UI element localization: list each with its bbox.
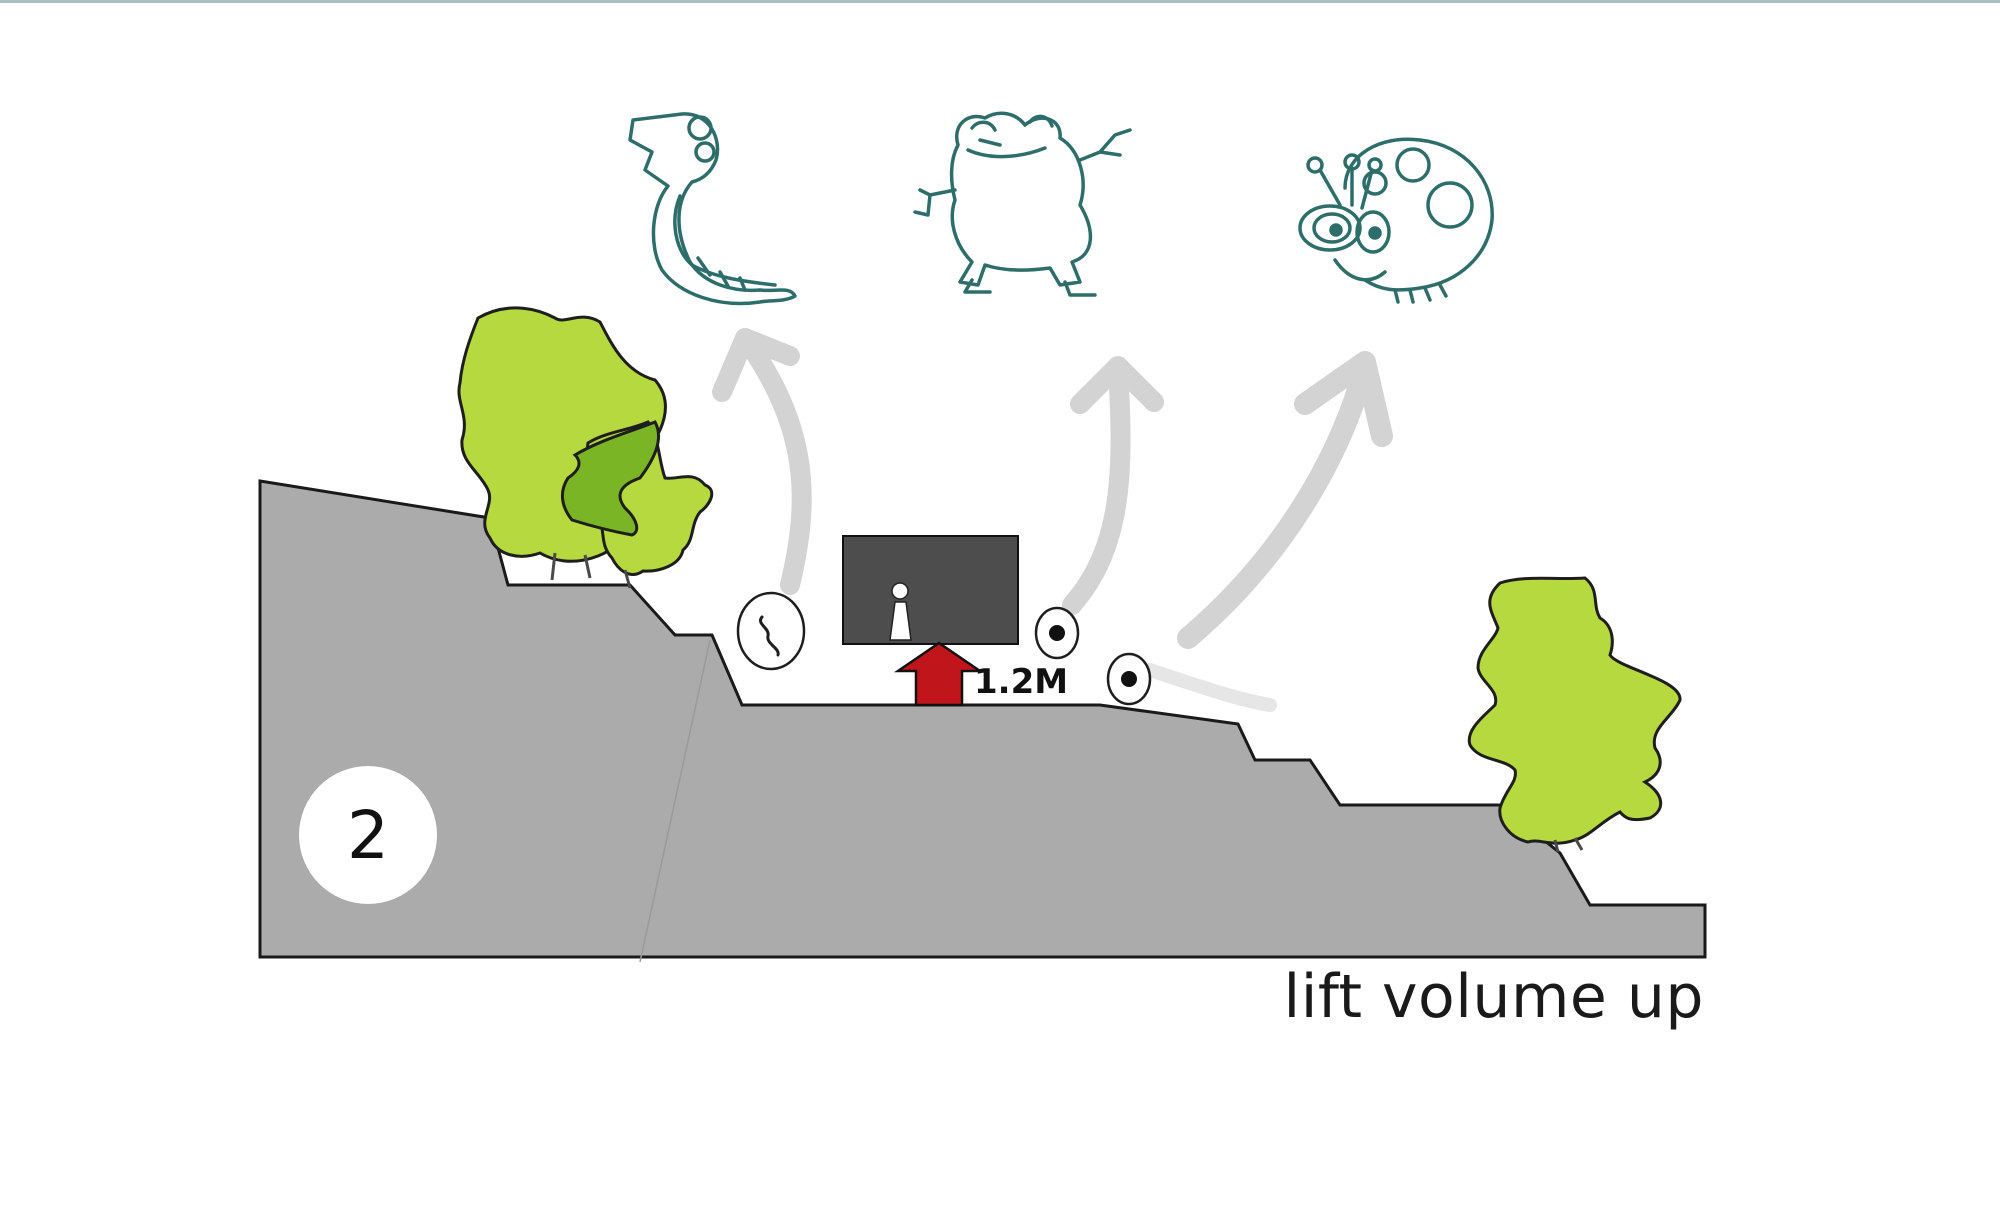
arrow-to-ladybug-head: [1294, 351, 1393, 447]
ladybug-icon: [1298, 137, 1494, 304]
eye-marker-icon: [1034, 606, 1080, 660]
tree-icon: [1467, 576, 1682, 853]
tree-right-canopy: [1467, 576, 1682, 845]
arrow-to-tadpole: [735, 328, 812, 595]
frog-icon: [913, 111, 1132, 297]
ground-seam: [639, 639, 711, 963]
arrow-tail-swoosh: [1143, 663, 1277, 712]
migration-arrows: [712, 328, 1393, 712]
tree-left-shadow: [561, 420, 661, 537]
height-label: 1.2M: [974, 662, 1068, 702]
arrow-to-ladybug: [1177, 355, 1376, 649]
arrow-to-frog-head: [1070, 356, 1164, 414]
arrow-to-frog: [1062, 360, 1131, 615]
tree-left-trunk: [550, 552, 632, 589]
tadpole-marker-icon: [736, 591, 806, 671]
top-rule: [0, 0, 2000, 3]
tadpole-icon: [628, 112, 797, 306]
arrow-to-tadpole-head: [712, 328, 800, 402]
eye-marker-icon: [1106, 652, 1152, 706]
lifted-volume: [842, 535, 1019, 645]
tree-icon: [457, 306, 714, 589]
lift-arrow: [893, 641, 985, 707]
step-number: 2: [347, 797, 389, 874]
person-icon: [889, 582, 912, 641]
tree-right-trunk: [1553, 837, 1584, 853]
caption: lift volume up: [1283, 962, 1704, 1032]
step-number-badge: 2: [299, 766, 437, 904]
